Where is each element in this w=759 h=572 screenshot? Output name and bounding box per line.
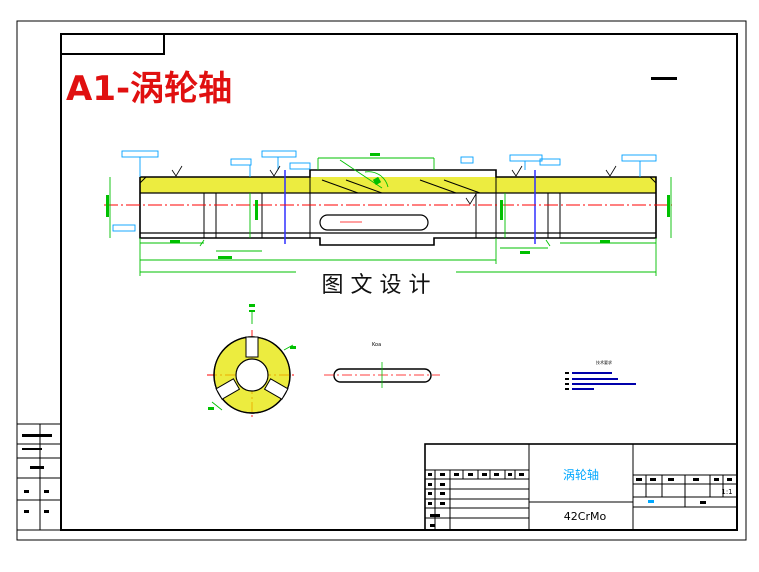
section-view: [207, 304, 297, 420]
drawing-title: A1-涡轮轴: [66, 69, 232, 109]
dimension-texts: [106, 153, 670, 271]
tolerance-frames: [112, 150, 657, 232]
sheet-marker: [648, 500, 654, 503]
scale-value: 1:1: [721, 488, 732, 496]
roughness-symbols: [171, 165, 617, 205]
material-name: 42CrMo: [564, 510, 607, 523]
technical-notes: 技术要求: [565, 359, 636, 390]
roughness-note: [651, 77, 677, 80]
shaft-main-view: [104, 169, 672, 246]
hatch-upper: [140, 177, 656, 193]
part-name: 涡轮轴: [563, 467, 599, 482]
notes-title: 技术要求: [596, 359, 612, 365]
inner-border: [60, 33, 738, 531]
side-revision-strip: [16, 423, 62, 531]
watermark-text: 图 文 设 计: [322, 273, 431, 298]
key-detail-view: Koa: [324, 342, 440, 388]
corner-code-box: [60, 33, 165, 55]
title-block: [424, 443, 738, 531]
title-block-labels: [428, 473, 732, 527]
keyway-slot: [319, 214, 429, 231]
watermark-bg: [296, 265, 456, 299]
key-view-label: Koa: [372, 342, 381, 348]
side-strip-text: [22, 434, 52, 513]
outer-border: [16, 20, 747, 541]
